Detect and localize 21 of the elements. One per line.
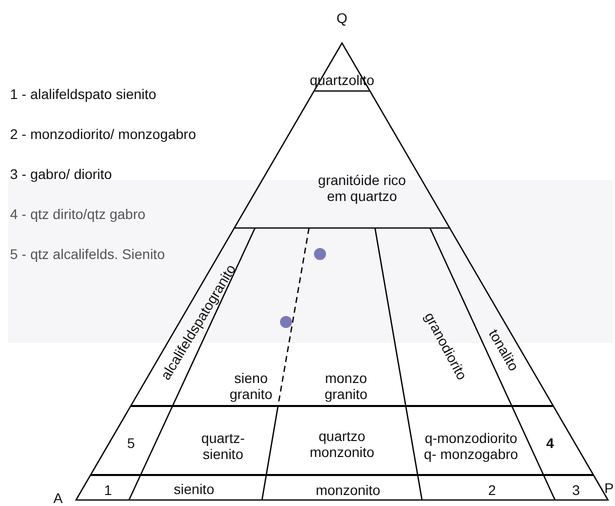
legend-note: 3 - gabro/ diorito <box>10 166 112 182</box>
legend-note: 2 - monzodiorito/ monzogabro <box>10 126 196 142</box>
field-number: 5 <box>127 435 135 451</box>
field-label: monzonito <box>316 482 380 498</box>
field-label: granitóide rico em quartzo <box>317 172 407 204</box>
field-label: sieno granito <box>230 370 274 402</box>
field-number: 3 <box>572 482 580 498</box>
field-number: 1 <box>104 482 112 498</box>
legend-note: 4 - qtz dirito/qtz gabro <box>10 206 146 222</box>
field-label: sienito <box>174 481 214 497</box>
vertex-label: P <box>604 480 614 496</box>
vertex-label: Q <box>336 10 348 26</box>
legend-note: 1 - alalifeldspato sienito <box>10 86 156 102</box>
field-number: 2 <box>488 482 496 498</box>
field-label: quartzo monzonito <box>308 428 376 460</box>
field-label: quartz- sienito <box>200 430 246 462</box>
vertex-label: A <box>53 490 63 506</box>
field-label: q-monzodiorito q- monzogabro <box>422 430 520 462</box>
field-number: 4 <box>546 435 554 451</box>
legend-note: 5 - qtz alcalifelds. Sienito <box>10 246 165 262</box>
field-label: monzo granito <box>324 370 368 402</box>
